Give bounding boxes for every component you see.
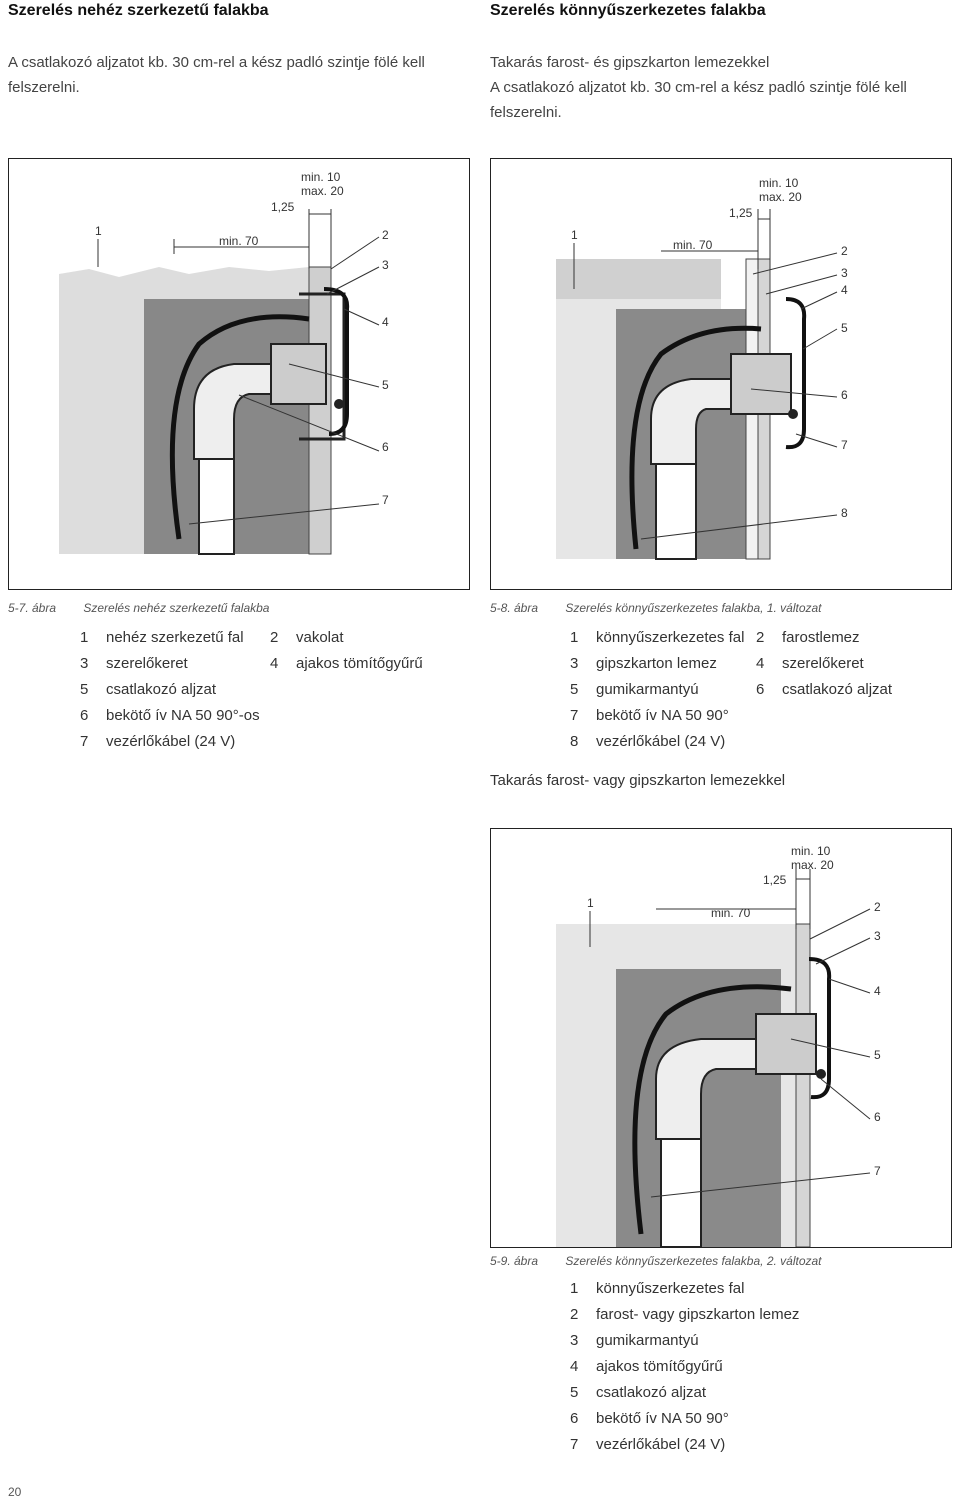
label-7: 7 bbox=[841, 438, 848, 452]
label-4: 4 bbox=[874, 984, 881, 998]
left-intro: A csatlakozó aljzatot kb. 30 cm-rel a ké… bbox=[8, 54, 425, 96]
figure-5-9: min. 10 max. 20 1,25 min. 70 1 2 3 4 5 6… bbox=[490, 828, 952, 1248]
label-max20: max. 20 bbox=[791, 858, 834, 872]
label-min70: min. 70 bbox=[219, 234, 259, 248]
label-min70: min. 70 bbox=[711, 906, 751, 920]
label-6: 6 bbox=[841, 388, 848, 402]
leader-lines bbox=[589, 908, 871, 1198]
label-6: 6 bbox=[874, 1110, 881, 1124]
mounting-frame bbox=[299, 292, 346, 441]
right-heading: Szerelés könnyűszerkezetes falakba bbox=[490, 2, 766, 19]
right-intro: Takarás farost- és gipszkarton lemezekke… bbox=[490, 54, 907, 121]
screw-head bbox=[788, 409, 798, 419]
figure-5-9-drawing: min. 10 max. 20 1,25 min. 70 1 2 3 4 5 6… bbox=[556, 844, 881, 1247]
socket-box bbox=[270, 343, 327, 405]
control-cable bbox=[169, 314, 310, 540]
label-max20: max. 20 bbox=[759, 190, 802, 204]
right-subheading: Takarás farost- vagy gipszkarton lemezek… bbox=[490, 772, 786, 789]
socket-box bbox=[730, 353, 792, 415]
label-5: 5 bbox=[382, 378, 389, 392]
label-2: 2 bbox=[841, 244, 848, 258]
page-number: 20 bbox=[8, 1485, 22, 1499]
figure-5-8: min. 10 max. 20 1,25 min. 70 1 2 3 4 5 6… bbox=[490, 158, 952, 590]
left-heading: Szerelés nehéz szerkezetű falakba bbox=[8, 2, 269, 19]
label-min10: min. 10 bbox=[301, 170, 341, 184]
label-5: 5 bbox=[874, 1048, 881, 1062]
control-cable bbox=[632, 984, 792, 1235]
lip-seal bbox=[323, 287, 350, 436]
caption-5-8: 5-8. ábra Szerelés könnyűszerkezetes fal… bbox=[490, 601, 822, 615]
figure-5-7: min. 10 max. 20 1,25 min. 70 1 2 3 4 5 6… bbox=[8, 158, 470, 590]
caption-5-7: 5-7. ábra Szerelés nehéz szerkezetű fala… bbox=[8, 601, 270, 615]
label-4: 4 bbox=[841, 283, 848, 297]
label-max20: max. 20 bbox=[301, 184, 344, 198]
figure-5-7-drawing: min. 10 max. 20 1,25 min. 70 1 2 3 4 5 6… bbox=[59, 170, 389, 555]
label-1: 1 bbox=[587, 896, 594, 910]
label-1: 1 bbox=[95, 224, 102, 238]
screw-head bbox=[334, 399, 344, 409]
caption-5-9: 5-9. ábra Szerelés könnyűszerkezetes fal… bbox=[490, 1254, 822, 1268]
label-3: 3 bbox=[841, 266, 848, 280]
label-2: 2 bbox=[874, 900, 881, 914]
label-3: 3 bbox=[874, 929, 881, 943]
label-7: 7 bbox=[874, 1164, 881, 1178]
label-min10: min. 10 bbox=[791, 844, 831, 858]
socket-box bbox=[755, 1013, 817, 1075]
plaster-layer bbox=[308, 266, 332, 555]
board-layer bbox=[795, 923, 811, 1247]
leader-lines bbox=[573, 243, 838, 540]
figure-5-8-drawing: min. 10 max. 20 1,25 min. 70 1 2 3 4 5 6… bbox=[556, 176, 848, 560]
screw-head bbox=[816, 1069, 826, 1079]
label-3: 3 bbox=[382, 258, 389, 272]
label-4: 4 bbox=[382, 315, 389, 329]
label-2: 2 bbox=[382, 228, 389, 242]
elbow-pipe-lower bbox=[660, 1138, 702, 1247]
label-125: 1,25 bbox=[729, 206, 753, 220]
elbow-pipe-lower bbox=[655, 463, 697, 560]
label-min70: min. 70 bbox=[673, 238, 713, 252]
label-5: 5 bbox=[841, 321, 848, 335]
leader-lines bbox=[97, 236, 380, 525]
lip-seal bbox=[808, 957, 832, 1100]
label-8: 8 bbox=[841, 506, 848, 520]
control-cable bbox=[629, 325, 762, 550]
label-125: 1,25 bbox=[763, 873, 787, 887]
label-min10: min. 10 bbox=[759, 176, 799, 190]
label-125: 1,25 bbox=[271, 200, 295, 214]
rubber-sleeve bbox=[785, 297, 807, 450]
elbow-pipe-lower bbox=[198, 458, 235, 555]
label-1: 1 bbox=[571, 228, 578, 242]
label-7: 7 bbox=[382, 493, 389, 507]
label-6: 6 bbox=[382, 440, 389, 454]
